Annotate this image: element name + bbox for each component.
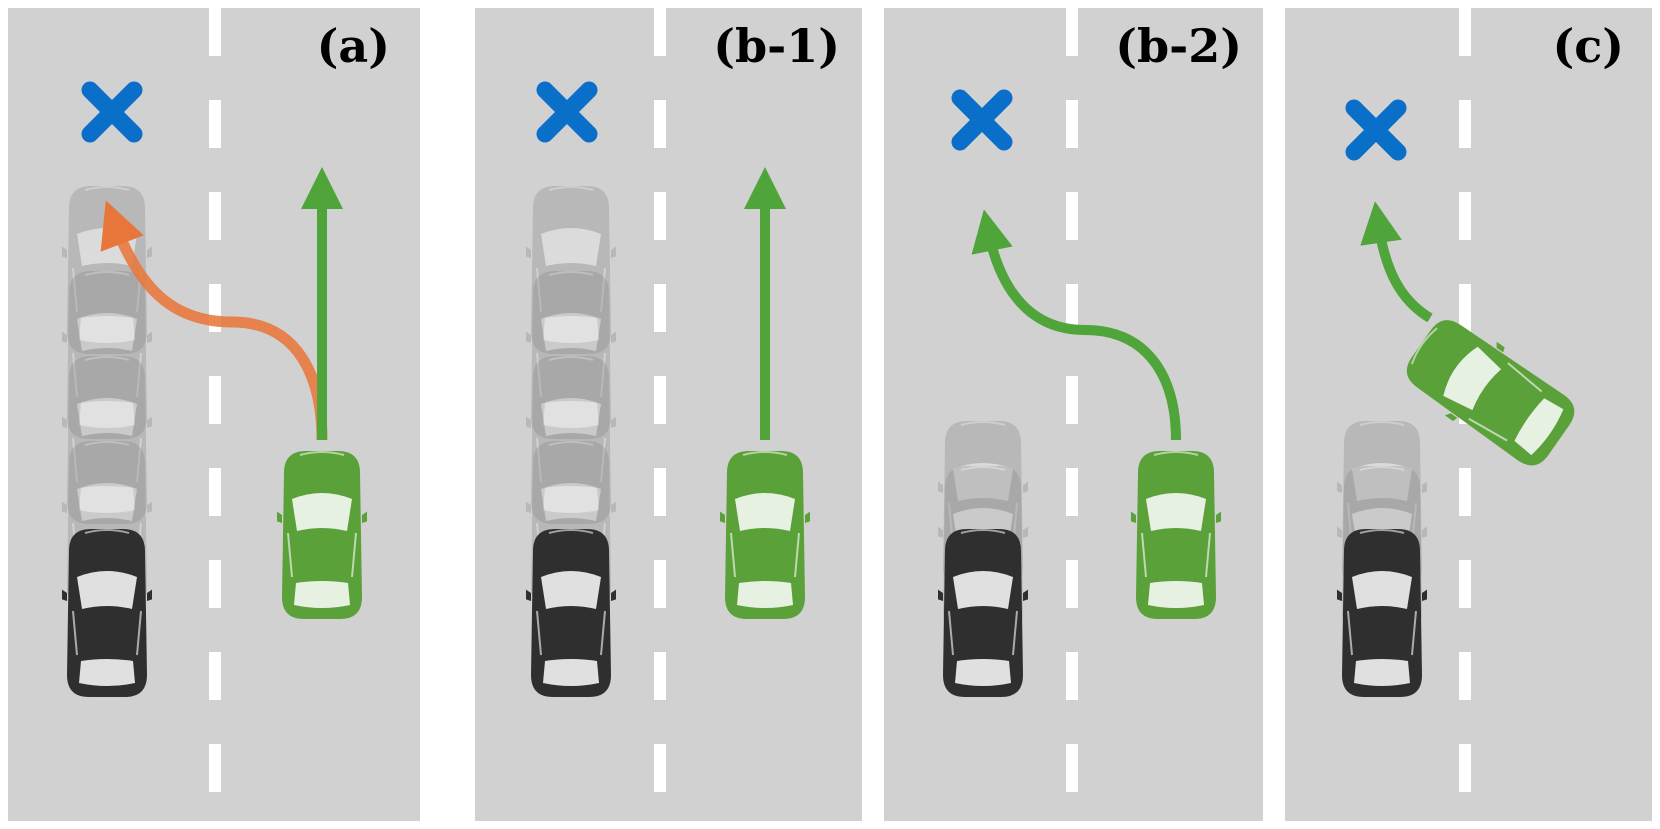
other-vehicle: [1337, 528, 1427, 698]
chosen-path-arrow: [1360, 201, 1433, 323]
goal-cross-icon: [536, 81, 598, 143]
goal-cross-icon: [81, 81, 143, 143]
other-vehicle: [62, 528, 152, 698]
panel-label-c: (c): [1552, 19, 1624, 73]
goal-cross-icon: [1345, 99, 1407, 161]
ego-vehicle: [277, 450, 367, 620]
goal-cross-icon: [951, 89, 1013, 151]
other-vehicle: [938, 528, 1028, 698]
chosen-path-arrow: [971, 209, 1181, 441]
ego-vehicle: [720, 450, 810, 620]
panel-label-b1: (b-1): [713, 19, 840, 73]
panel-label-b2: (b-2): [1115, 19, 1242, 73]
panel-b1: (b-1): [475, 8, 862, 821]
panel-a: (a): [8, 8, 420, 821]
rejected-path-arrow: [100, 200, 328, 441]
panel-label-a: (a): [317, 19, 390, 73]
panel-b2: (b-2): [884, 8, 1263, 821]
panel-c: (c): [1285, 8, 1652, 821]
ego-vehicle: [1131, 450, 1221, 620]
other-vehicle: [526, 528, 616, 698]
